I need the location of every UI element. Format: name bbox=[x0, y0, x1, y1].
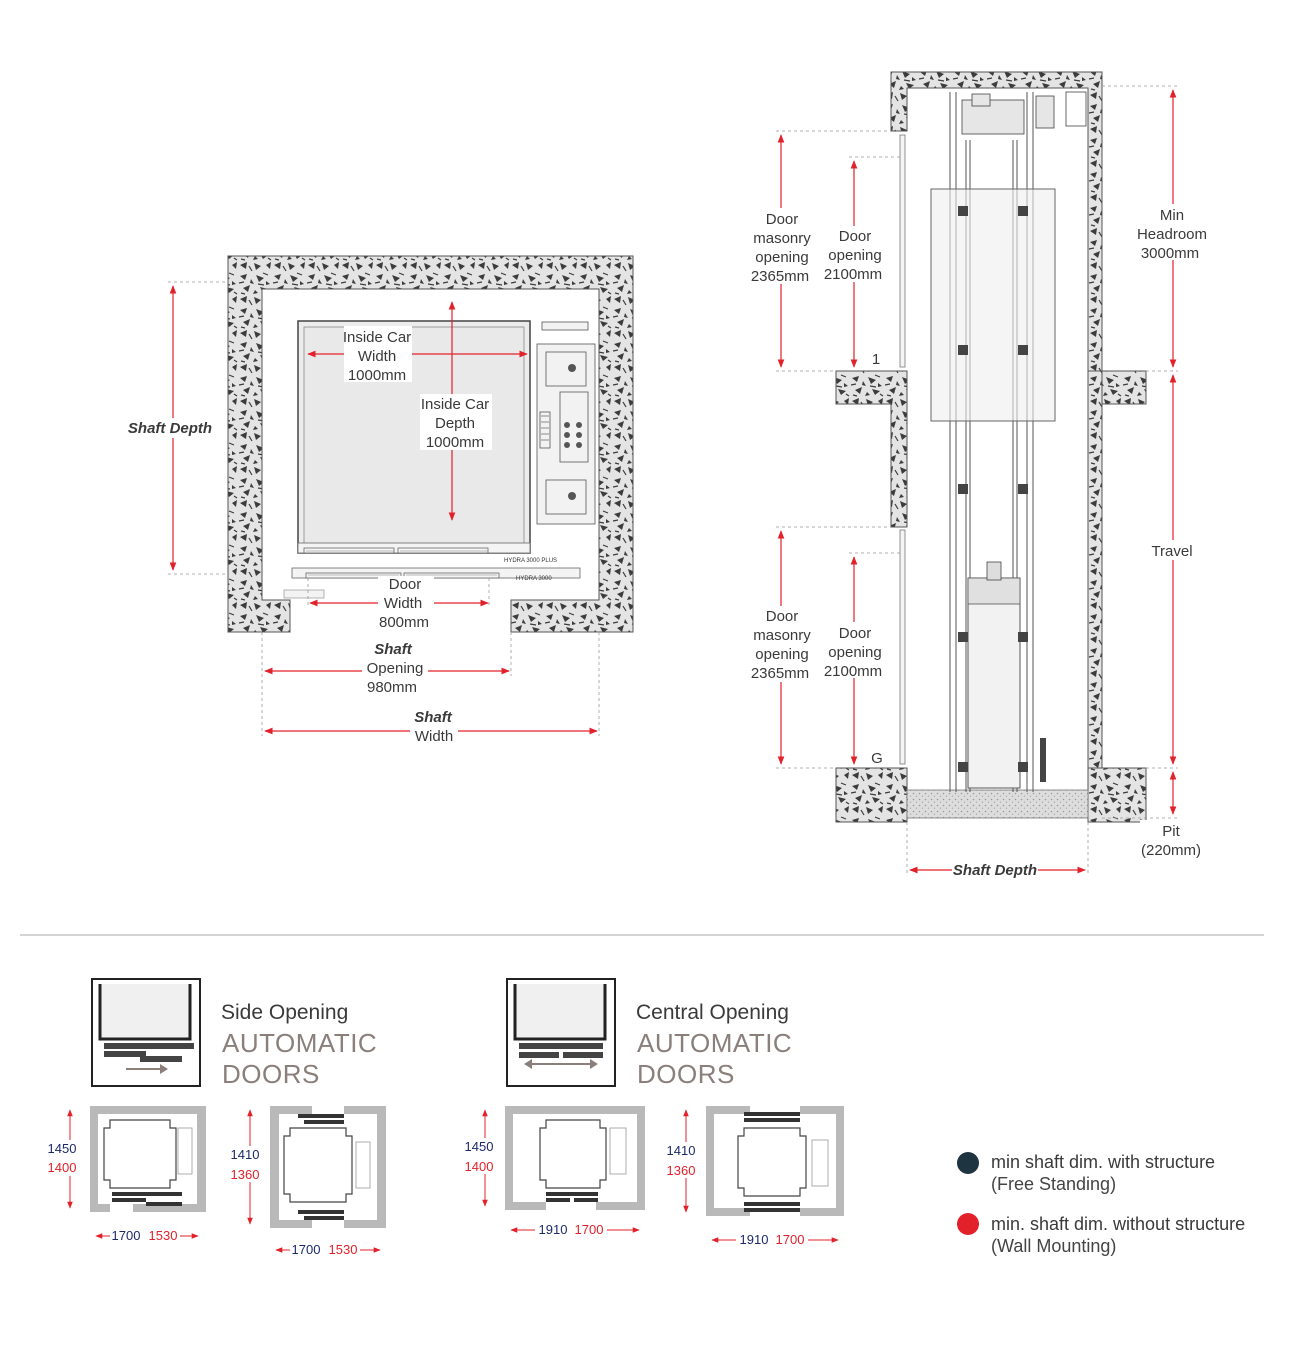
section-left-wall bbox=[835, 370, 908, 528]
section-shaft-depth-label: Shaft Depth bbox=[953, 862, 1037, 879]
plan-shaft-wall bbox=[227, 255, 634, 633]
section-view: 1 G bbox=[748, 71, 1212, 880]
inside-car-width-l1: Inside Car bbox=[343, 329, 411, 346]
legend-dot-red bbox=[957, 1213, 979, 1235]
pit-l2: (220mm) bbox=[1141, 842, 1201, 859]
mini1-w-navy: 1700 bbox=[112, 1228, 141, 1243]
section-pit bbox=[906, 789, 1089, 819]
masonry-top-l1: Door bbox=[766, 211, 799, 228]
masonry-bottom-l2: masonry bbox=[753, 627, 811, 644]
section-ground-left bbox=[835, 767, 908, 823]
door-opening-top-l3: 2100mm bbox=[824, 266, 882, 283]
central-opening-sub1: AUTOMATIC bbox=[637, 1028, 792, 1058]
side-opening-title: Side Opening bbox=[221, 1001, 348, 1024]
mini4-h-red: 1360 bbox=[667, 1163, 696, 1178]
masonry-bottom-l4: 2365mm bbox=[751, 665, 809, 682]
mini4-w-red: 1700 bbox=[776, 1232, 805, 1247]
mini1-h-navy: 1450 bbox=[48, 1141, 77, 1156]
headroom-l1: Min bbox=[1160, 207, 1184, 224]
travel-label: Travel bbox=[1151, 543, 1192, 560]
door-opening-bottom-l2: opening bbox=[828, 644, 881, 661]
shaft-width-l2: Width bbox=[415, 728, 453, 745]
legend-2-line2: (Wall Mounting) bbox=[991, 1236, 1116, 1256]
shaft-width-l1: Shaft bbox=[414, 709, 453, 726]
inside-car-depth-l1: Inside Car bbox=[421, 396, 489, 413]
door-width-l2: Width bbox=[384, 595, 422, 612]
shaft-opening-l1: Shaft bbox=[374, 641, 413, 658]
section-machine bbox=[961, 91, 1087, 135]
section-top-wall bbox=[890, 71, 1103, 823]
section-car-lower bbox=[967, 577, 1021, 789]
mini3-w-navy: 1910 bbox=[539, 1222, 568, 1237]
door-opening-bottom-l3: 2100mm bbox=[824, 663, 882, 680]
shaft-depth-label: Shaft Depth bbox=[128, 420, 212, 437]
legend: min shaft dim. with structure (Free Stan… bbox=[957, 1152, 1245, 1256]
shaft-opening-l2: Opening bbox=[367, 660, 424, 677]
mini2-w-red: 1530 bbox=[329, 1242, 358, 1257]
masonry-bottom-l1: Door bbox=[766, 608, 799, 625]
section-ground-right bbox=[1087, 767, 1147, 823]
mini1-h-red: 1400 bbox=[48, 1160, 77, 1175]
legend-1-line1: min shaft dim. with structure bbox=[991, 1152, 1215, 1172]
inside-car-depth-l2: Depth bbox=[435, 415, 475, 432]
central-opening-sub2: DOORS bbox=[637, 1059, 735, 1089]
mini-plan-2 bbox=[270, 1106, 386, 1228]
side-opening-sub2: DOORS bbox=[222, 1059, 320, 1089]
inside-car-depth-l3: 1000mm bbox=[426, 434, 484, 451]
mini4-h-navy: 1410 bbox=[667, 1143, 696, 1158]
section-car-upper bbox=[930, 188, 1056, 422]
mini2-h-navy: 1410 bbox=[231, 1147, 260, 1162]
door-width-l1: Door bbox=[389, 576, 422, 593]
legend-dot-navy bbox=[957, 1152, 979, 1174]
door-width-l3: 800mm bbox=[379, 614, 429, 631]
side-opening-icon bbox=[91, 978, 201, 1087]
model-label: HYDRA 3000 bbox=[516, 576, 552, 582]
legend-2-line1: min. shaft dim. without structure bbox=[991, 1214, 1245, 1234]
mini3-w-red: 1700 bbox=[575, 1222, 604, 1237]
masonry-top-l2: masonry bbox=[753, 230, 811, 247]
floor-1-label: 1 bbox=[872, 351, 880, 368]
door-opening-top-l2: opening bbox=[828, 247, 881, 264]
inside-car-width-l2: Width bbox=[358, 348, 396, 365]
headroom-l3: 3000mm bbox=[1141, 245, 1199, 262]
model-label-plus: HYDRA 3000 PLUS bbox=[504, 558, 557, 564]
mini3-h-navy: 1450 bbox=[465, 1139, 494, 1154]
door-opening-top-l1: Door bbox=[839, 228, 872, 245]
side-opening-sub1: AUTOMATIC bbox=[222, 1028, 377, 1058]
masonry-top-l4: 2365mm bbox=[751, 268, 809, 285]
floor-g-label: G bbox=[871, 750, 883, 767]
mini2-h-red: 1360 bbox=[231, 1167, 260, 1182]
legend-1-line2: (Free Standing) bbox=[991, 1174, 1116, 1194]
mini3-h-red: 1400 bbox=[465, 1159, 494, 1174]
inside-car-width-l3: 1000mm bbox=[348, 367, 406, 384]
headroom-l2: Headroom bbox=[1137, 226, 1207, 243]
mini-plan-1 bbox=[90, 1106, 206, 1212]
central-opening-icon bbox=[506, 978, 616, 1087]
masonry-top-l3: opening bbox=[755, 249, 808, 266]
door-opening-bottom-l1: Door bbox=[839, 625, 872, 642]
masonry-bottom-l3: opening bbox=[755, 646, 808, 663]
mini4-w-navy: 1910 bbox=[740, 1232, 769, 1247]
mini-plan-3 bbox=[505, 1106, 645, 1210]
mini-plan-4 bbox=[706, 1106, 844, 1216]
pit-l1: Pit bbox=[1162, 823, 1180, 840]
shaft-opening-l3: 980mm bbox=[367, 679, 417, 696]
plan-view: HYDRA 3000 PLUS HYDRA 3000 bbox=[128, 255, 634, 745]
central-opening-title: Central Opening bbox=[636, 1001, 789, 1024]
mini1-w-red: 1530 bbox=[149, 1228, 178, 1243]
mini2-w-navy: 1700 bbox=[292, 1242, 321, 1257]
